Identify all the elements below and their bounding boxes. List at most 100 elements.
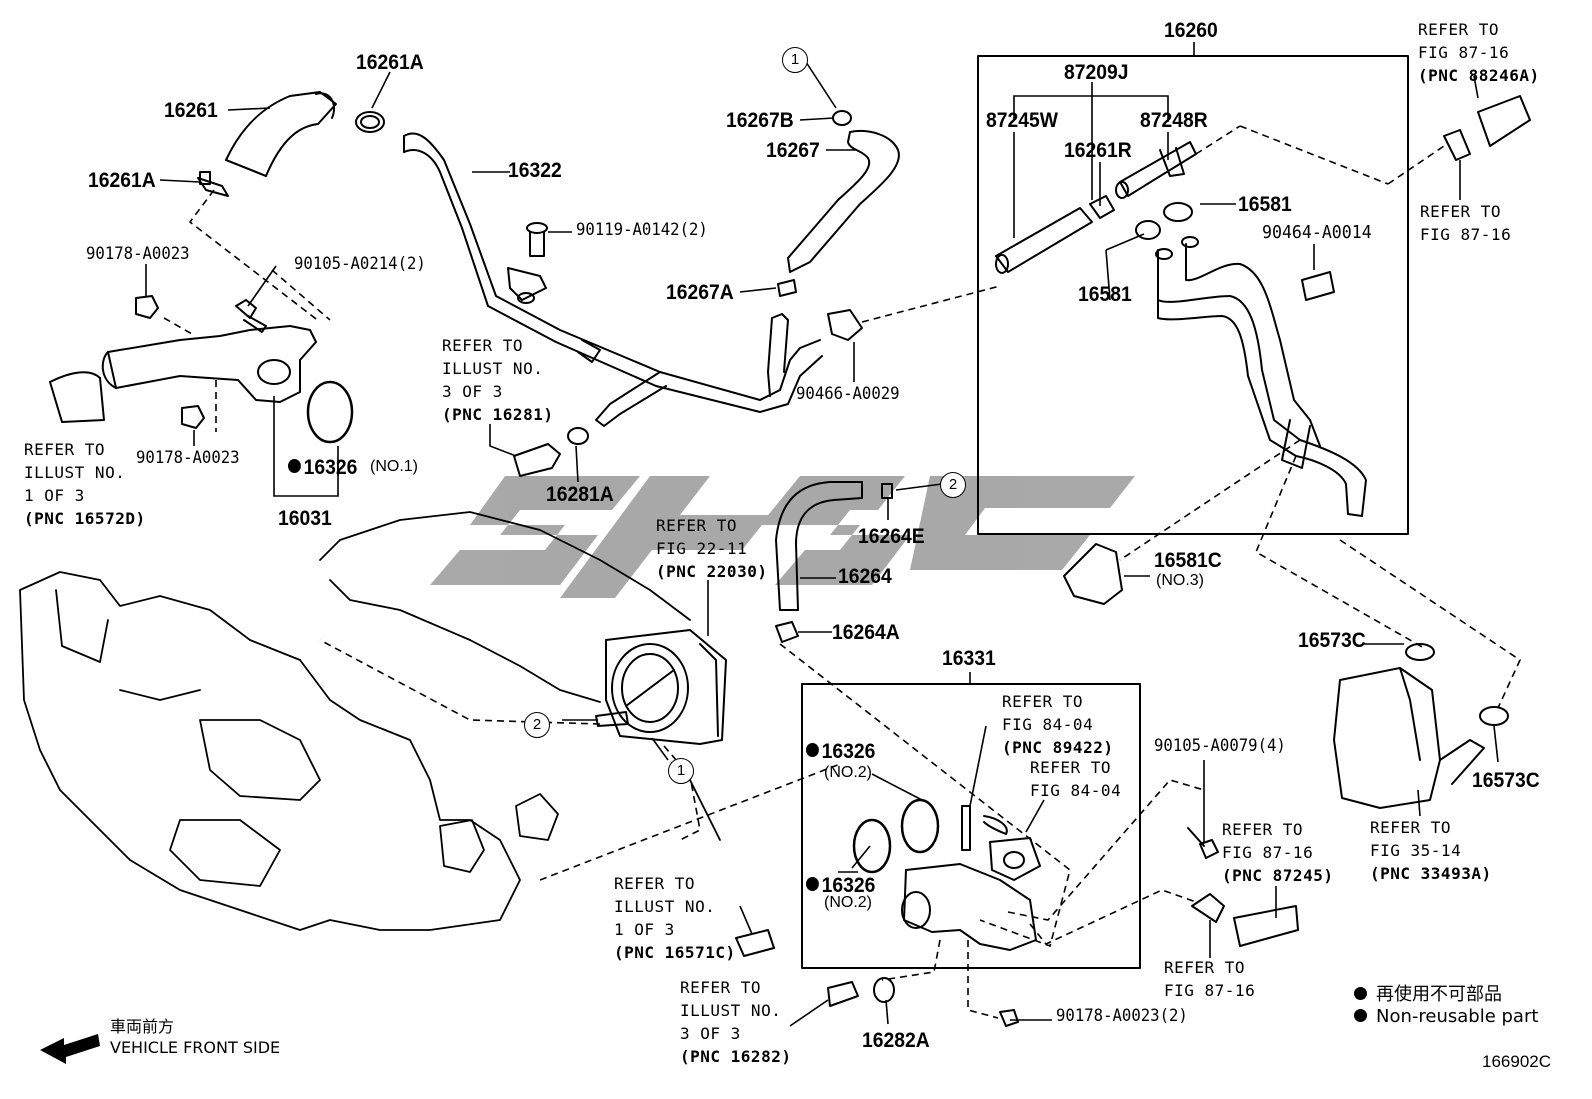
ref-fig-84-04-89422: REFER TO FIG 84-04(PNC 89422): [1002, 692, 1114, 757]
clamp-16261A-left: [197, 171, 229, 197]
clamp-16261R: [1089, 195, 1115, 219]
nut-90178-b: [181, 405, 205, 429]
label-16581C: 16581C: [1154, 549, 1222, 572]
label-90105-a: 90105-A0214(2): [294, 254, 426, 274]
diagram-code: 166902C: [1482, 1052, 1552, 1071]
label-87209J: 87209J: [1064, 61, 1129, 84]
label-90464: 90464-A0014: [1262, 222, 1372, 243]
label-16326-num: 16326: [821, 740, 876, 763]
marker-2-left: 2: [524, 712, 550, 738]
oil-cooler-ref: [1333, 667, 1485, 809]
clamp-16573C-a: [1405, 643, 1435, 661]
pipe-16322: [403, 132, 823, 427]
label-90105-b: 90105-A0079(4): [1154, 736, 1286, 756]
pipe-ref-87245: [1233, 905, 1299, 947]
clamp-16581C: [1063, 543, 1123, 605]
label-16264E: 16264E: [858, 525, 925, 548]
label-16322: 16322: [508, 159, 562, 182]
assembly-box-16260: [977, 55, 1409, 535]
ref-fig-22-11: REFER TO FIG 22-11(PNC 22030): [656, 516, 768, 581]
nonreusable-dot-icon: [1354, 987, 1367, 1000]
label-16331: 16331: [942, 647, 996, 670]
ref-fig-35-14: REFER TO FIG 35-14(PNC 33493A): [1370, 818, 1492, 883]
label-16281A: 16281A: [546, 483, 614, 506]
nonreusable-dot-icon: [806, 743, 819, 757]
hose-16267: [787, 130, 900, 273]
bolt-90119: [526, 222, 548, 257]
hose-16261: [225, 91, 337, 177]
label-16260: 16260: [1164, 19, 1218, 42]
clamp-16267A: [777, 279, 797, 297]
label-16326-no1-note: (NO.1): [370, 458, 418, 475]
vehicle-front-jp: 車両前方: [110, 1017, 175, 1036]
bolt-90105-b: [1187, 827, 1219, 859]
label-16326-no2-a: 16326: [806, 740, 875, 764]
ref-illust-1-16572D: REFER TO ILLUST NO. 1 OF 3(PNC 16572D): [24, 440, 146, 528]
label-16326-num: 16326: [303, 456, 358, 479]
clamp-16267B: [832, 110, 852, 126]
label-87248R: 87248R: [1140, 109, 1208, 132]
label-90466: 90466-A0029: [796, 384, 900, 404]
water-inlet-16331: [852, 798, 1041, 951]
ref-fig-87-16-88246A: REFER TO FIG 87-16(PNC 88246A): [1418, 20, 1540, 85]
marker-1-bottom: 1: [668, 758, 694, 784]
label-16261R: 16261R: [1064, 139, 1132, 162]
label-16031: 16031: [278, 507, 332, 530]
ref-illust-3-16282: REFER TO ILLUST NO. 3 OF 3(PNC 16282): [680, 978, 792, 1066]
label-16573C-b: 16573C: [1472, 769, 1540, 792]
ref-fig-87-16-b: REFER TO FIG 87-16: [1164, 958, 1256, 1000]
label-87245W: 87245W: [986, 109, 1058, 132]
clamp-16264E: [881, 483, 893, 499]
clip-90464: [1301, 271, 1335, 301]
hose-16264: [775, 481, 863, 611]
label-16326-no2-b: 16326: [806, 874, 875, 898]
hose-ref-16281: [513, 443, 561, 477]
ref-illust-3-16281: REFER TO ILLUST NO. 3 OF 3(PNC 16281): [442, 336, 554, 424]
label-90119: 90119-A0142(2): [576, 220, 708, 240]
label-16267B: 16267B: [726, 109, 794, 132]
clamp-16264A: [775, 621, 799, 643]
clamp-16261A-top: [355, 111, 385, 133]
hose-ref-16282: [827, 981, 859, 1007]
label-16282A: 16282A: [862, 1029, 930, 1052]
legend-en: Non-reusable part: [1354, 1006, 1538, 1027]
label-16267A: 16267A: [666, 281, 734, 304]
vehicle-front-en: VEHICLE FRONT SIDE: [110, 1038, 281, 1057]
legend-jp: 再使用不可部品: [1354, 980, 1502, 1006]
label-16581C-qualifier: (NO.3): [1156, 572, 1204, 589]
ref-fig-84-04: REFER TO FIG 84-04: [1030, 758, 1122, 800]
label-16326-no2-a-note: (NO.2): [824, 764, 872, 781]
bolt-90105-a: [235, 299, 267, 333]
label-16264A: 16264A: [832, 621, 900, 644]
nut-90178-c: [999, 1009, 1019, 1027]
pipe-ref-88246A: [1477, 95, 1531, 147]
ref-illust-1-16571C: REFER TO ILLUST NO. 1 OF 3(PNC 16571C): [614, 874, 736, 962]
water-outlet-16031: [101, 325, 354, 444]
clamp-16281A: [567, 427, 589, 445]
front-arrow-icon: [40, 1034, 100, 1064]
hose-ref-16571C: [735, 929, 775, 957]
label-90178-c: 90178-A0023(2): [1056, 1006, 1188, 1026]
nut-90178-a: [135, 295, 159, 319]
label-16573C-a: 16573C: [1298, 629, 1366, 652]
label-90178-a: 90178-A0023: [86, 244, 190, 264]
clamp-ref-87-16: [1443, 129, 1471, 161]
nonreusable-dot-icon: [1354, 1009, 1367, 1022]
label-16261A-left: 16261A: [88, 169, 156, 192]
nonreusable-dot-icon: [806, 877, 819, 891]
ref-fig-87-16-a: REFER TO FIG 87-16: [1420, 202, 1512, 244]
clamp-16573C-b: [1479, 706, 1509, 726]
clamp-16581-a: [1163, 202, 1193, 222]
pipe-ref-left: [49, 371, 105, 423]
assembly-box-16331: [801, 683, 1141, 969]
label-16326-no1: 16326: [288, 456, 357, 480]
nonreusable-dot-icon: [288, 459, 301, 473]
label-16581-a: 16581: [1238, 193, 1292, 216]
label-16261: 16261: [164, 99, 218, 122]
clamp-16581-b: [1135, 220, 1161, 240]
label-90178-b: 90178-A0023: [136, 448, 240, 468]
watermark-logo: [430, 476, 1135, 598]
hose-87245W: [995, 207, 1093, 274]
